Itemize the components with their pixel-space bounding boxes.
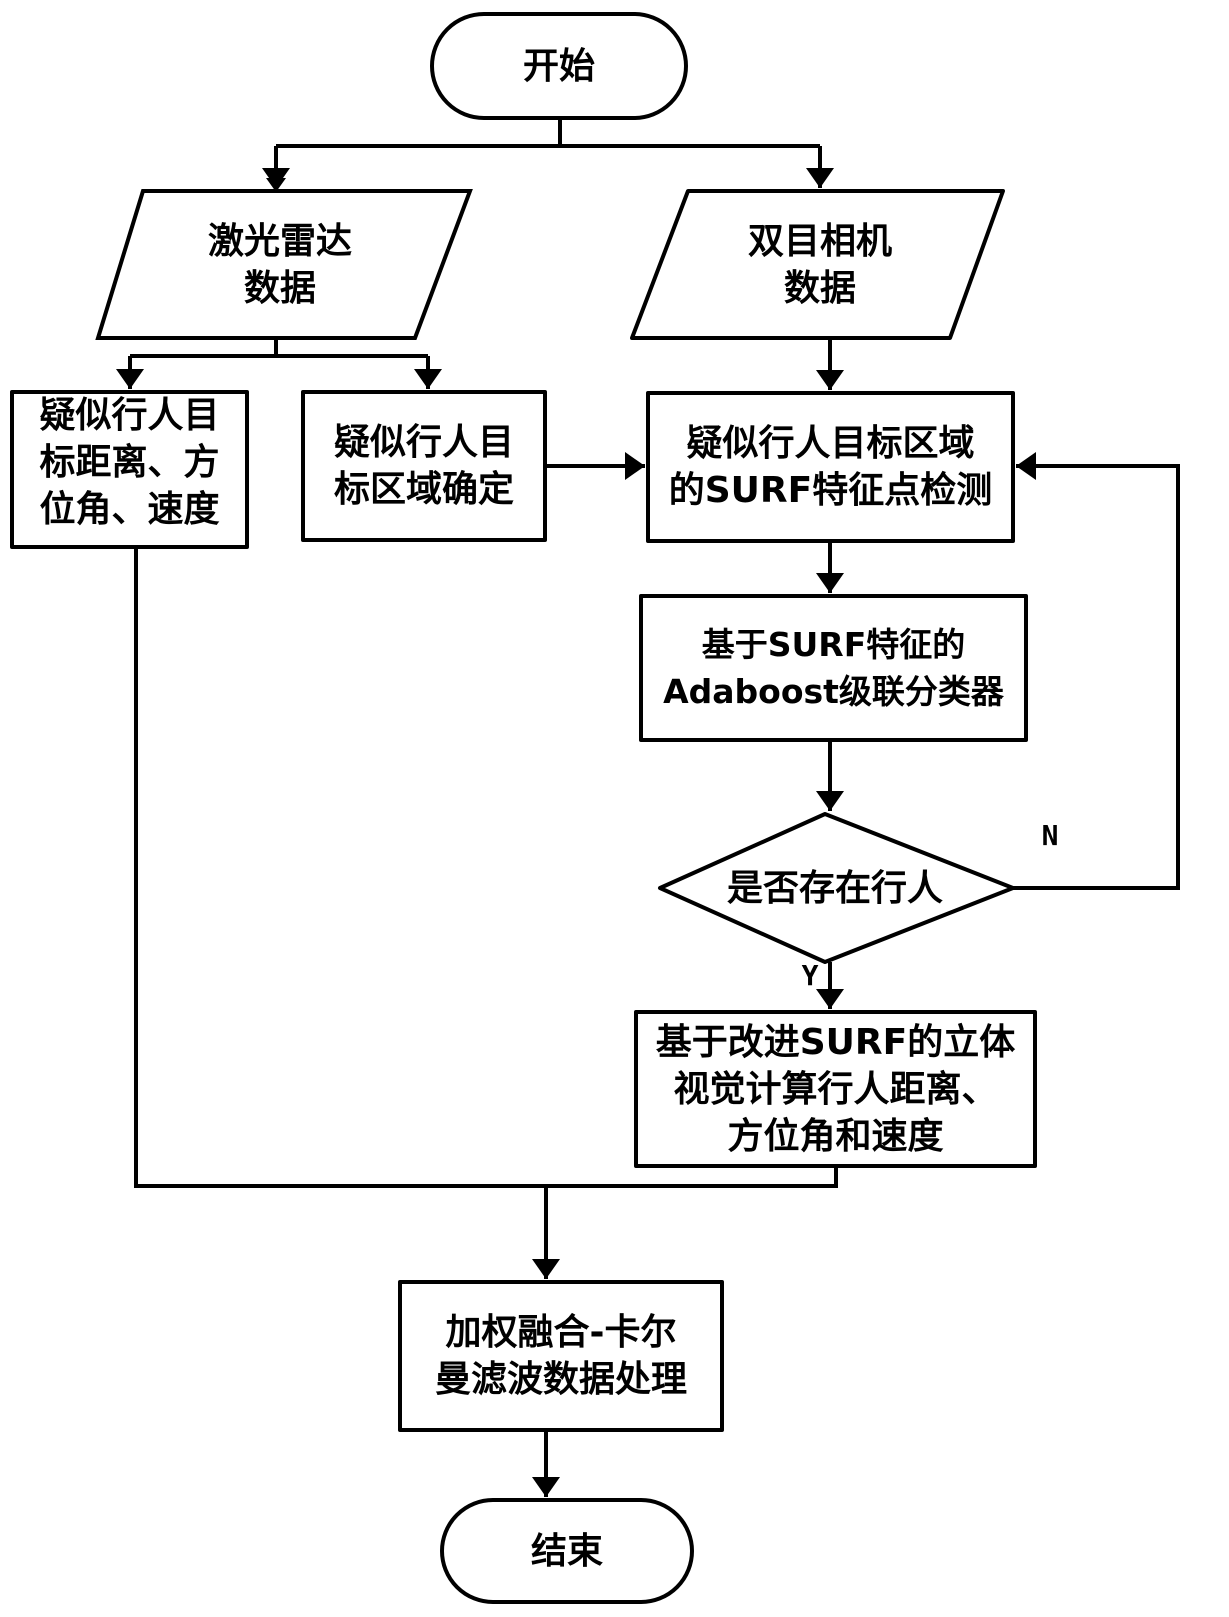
- camera-data-shape: [630, 189, 1005, 340]
- connector-start-split: [276, 118, 820, 148]
- connector-stereo-down: [546, 1166, 838, 1188]
- fusion-label: 加权融合-卡尔 曼滤波数据处理: [434, 1312, 687, 1400]
- fusion-box: [398, 1280, 724, 1432]
- start-label: 开始: [522, 45, 595, 87]
- lidar-measure-box: [10, 390, 249, 549]
- lidar-region-label: 疑似行人目 标区域确定: [333, 422, 514, 510]
- yes-edge-label: Y: [801, 958, 819, 992]
- connector-no-loop: [1013, 452, 1180, 890]
- end-terminal-shape: [440, 1498, 694, 1604]
- adaboost-label: 基于SURF特征的 Adaboost级联分类器: [663, 625, 1004, 711]
- camera-data-label: 双目相机 数据: [747, 221, 892, 309]
- end-label: 结束: [530, 1530, 603, 1572]
- stereo-calc-label: 基于改进SURF的立体 视觉计算行人距离、 方位角和速度: [655, 1021, 1016, 1157]
- lidar-data-label: 激光雷达 数据: [207, 221, 352, 309]
- connector-measure-down: [134, 547, 546, 1188]
- adaboost-box: [639, 594, 1028, 742]
- lidar-data-parallelogram-final: [95, 189, 473, 340]
- no-edge-label: N: [1041, 818, 1059, 852]
- decision-diamond-shape: [658, 812, 1015, 964]
- decision-label: 是否存在行人: [726, 867, 943, 909]
- surf-detect-label: 疑似行人目标区域 的SURF特征点检测: [668, 423, 993, 511]
- lidar-measure-label: 疑似行人目 标距离、方 位角、速度: [39, 395, 220, 530]
